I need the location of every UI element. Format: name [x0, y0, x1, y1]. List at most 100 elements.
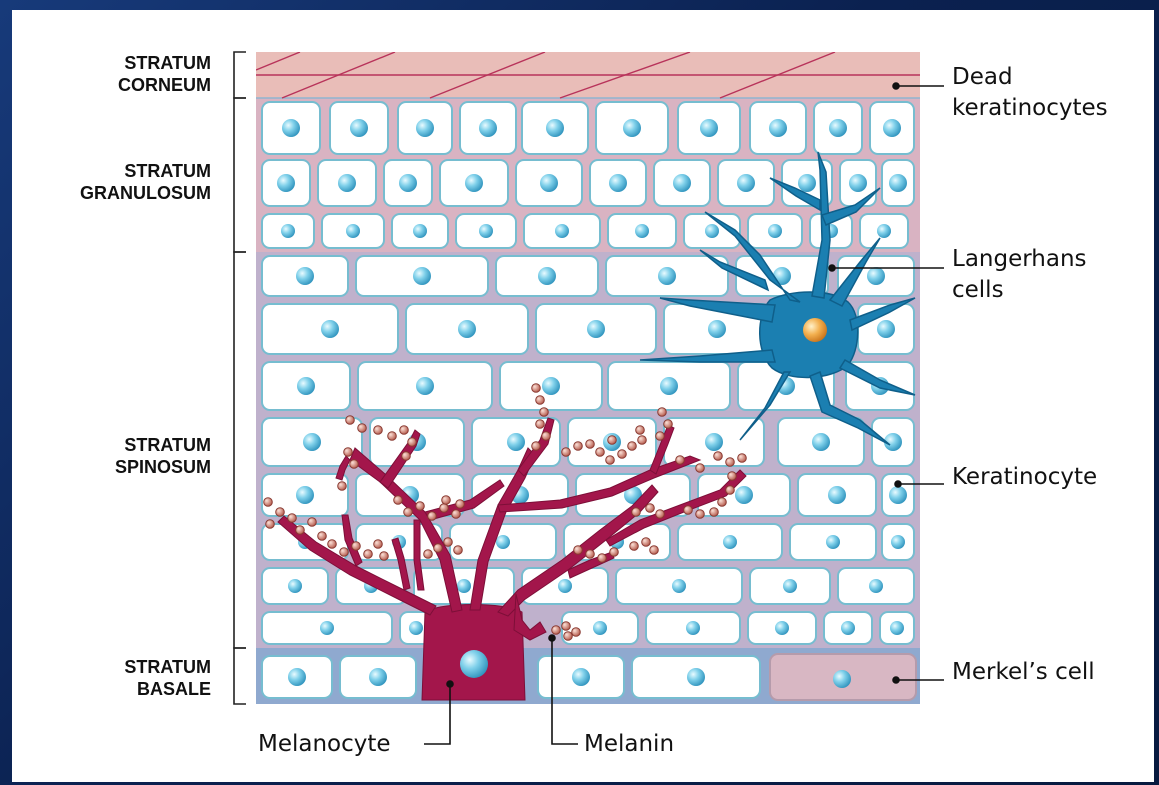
melanin-granule [676, 456, 685, 465]
melanin-granule [638, 436, 647, 445]
keratinocyte-nucleus [883, 119, 901, 137]
melanin-granule [562, 448, 571, 457]
melanin-granule [650, 546, 659, 555]
keratinocyte-nucleus [413, 267, 431, 285]
melanin-granule [452, 510, 461, 519]
melanin-granule [308, 518, 317, 527]
keratinocyte-nucleus [723, 535, 737, 549]
keratinocyte-nucleus [296, 486, 314, 504]
melanin-granule [424, 550, 433, 559]
keratinocyte-nucleus [399, 174, 417, 192]
keratinocyte-nucleus [623, 119, 641, 137]
melanin-granule [434, 544, 443, 553]
melanin-granule [646, 504, 655, 513]
melanin-granule [574, 442, 583, 451]
melanin-granule [374, 426, 383, 435]
keratinocyte-nucleus [303, 433, 321, 451]
melanin-granule [728, 472, 737, 481]
keratinocyte-nucleus [686, 621, 700, 635]
melanin-granule [532, 442, 541, 451]
keratinocyte-nucleus [849, 174, 867, 192]
keratinocyte-nucleus [507, 433, 525, 451]
keratinocyte-nucleus [288, 668, 306, 686]
melanin-granule [726, 486, 735, 495]
keratinocyte-nucleus [812, 433, 830, 451]
keratinocyte-nucleus [542, 377, 560, 395]
melanin-granule [456, 500, 465, 509]
melanin-granule [564, 632, 573, 641]
keratinocyte-nucleus [409, 621, 423, 635]
melanin-granule [596, 448, 605, 457]
melanin-granule [608, 436, 617, 445]
callout-melanocyte: Melanocyte [258, 729, 391, 760]
melanin-granule [296, 526, 305, 535]
keratinocyte-nucleus [416, 377, 434, 395]
melanin-granule [618, 450, 627, 459]
keratinocyte-nucleus [465, 174, 483, 192]
melanin-granule [416, 502, 425, 511]
melanin-granule [658, 408, 667, 417]
melanin-granule [346, 416, 355, 425]
keratinocyte-nucleus [867, 267, 885, 285]
melanin-granule [714, 452, 723, 461]
callout-keratinocyte: Keratinocyte [952, 462, 1097, 493]
melanin-granule [542, 432, 551, 441]
keratinocyte-nucleus [458, 320, 476, 338]
melanin-granule [444, 538, 453, 547]
keratinocyte-nucleus [869, 579, 883, 593]
melanin-granule [428, 512, 437, 521]
melanin-granule [344, 448, 353, 457]
callout-dead-keratinocytes: Dead keratinocytes [952, 62, 1108, 124]
melanin-granule [656, 510, 665, 519]
keratinocyte-nucleus [321, 320, 339, 338]
keratinocyte-nucleus [889, 486, 907, 504]
keratinocyte-nucleus [769, 119, 787, 137]
melanin-granule [574, 546, 583, 555]
melanin-granule [364, 550, 373, 559]
keratinocyte-nucleus [558, 579, 572, 593]
melanin-granule [440, 504, 449, 513]
keratinocyte-nucleus [346, 224, 360, 238]
keratinocyte-nucleus [555, 224, 569, 238]
melanin-granule [636, 426, 645, 435]
callout-melanin: Melanin [584, 729, 674, 760]
melanin-granule [696, 464, 705, 473]
keratinocyte-nucleus [540, 174, 558, 192]
melanin-granule [338, 482, 347, 491]
keratinocyte-nucleus [609, 174, 627, 192]
keratinocyte-nucleus [877, 224, 891, 238]
melanin-granule [380, 552, 389, 561]
melanin-granule [388, 432, 397, 441]
melanin-granule [610, 548, 619, 557]
keratinocyte-nucleus [593, 621, 607, 635]
keratinocyte-nucleus [282, 119, 300, 137]
keratinocyte-nucleus [320, 621, 334, 635]
keratinocyte-nucleus [350, 119, 368, 137]
melanin-granule [328, 540, 337, 549]
keratinocyte-nucleus [687, 668, 705, 686]
melanin-granule [264, 498, 273, 507]
keratinocyte-nucleus [705, 433, 723, 451]
melanin-granule [442, 496, 451, 505]
melanin-granule [606, 456, 615, 465]
keratinocyte-nucleus [546, 119, 564, 137]
melanin-granule [586, 440, 595, 449]
melanin-granule [276, 508, 285, 517]
melanin-granule [632, 508, 641, 517]
merkel-cell-nucleus [833, 670, 851, 688]
melanin-granule [400, 426, 409, 435]
keratinocyte-nucleus [658, 267, 676, 285]
melanin-granule [318, 532, 327, 541]
keratinocyte-nucleus [673, 174, 691, 192]
keratinocyte-nucleus [672, 579, 686, 593]
keratinocyte-nucleus [496, 535, 510, 549]
keratinocyte-nucleus [890, 621, 904, 635]
melanin-granule [656, 432, 665, 441]
keratinocyte-nucleus [479, 224, 493, 238]
keratinocyte-nucleus [457, 579, 471, 593]
melanin-granule [350, 460, 359, 469]
melanin-granule [586, 550, 595, 559]
melanin-granule [540, 408, 549, 417]
callout-merkels-cell: Merkel’s cell [952, 657, 1095, 688]
label-stratum-basale: STRATUM BASALE [124, 656, 211, 700]
